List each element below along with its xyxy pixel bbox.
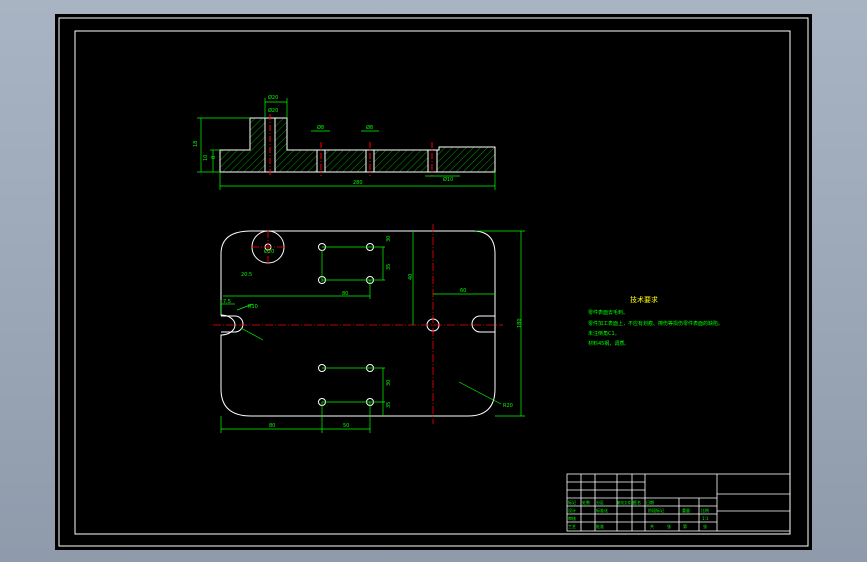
tech-req-line-3: 未注倒角C1。 [588, 330, 620, 337]
tb-label-0: 标记 [568, 499, 576, 505]
tech-req-line-2: 零件加工表面上，不应有划痕、擦伤等损伤零件表面的缺陷。 [588, 320, 723, 327]
dim-bottom-mid: 50 [343, 423, 349, 429]
tb-label-1: 处数 [582, 499, 590, 505]
dim-vert-a: 40 [408, 274, 414, 280]
dim-slot2: Ø8 [366, 124, 373, 131]
tb-label-14: 共 [650, 523, 654, 529]
dim-height-step: 10 [203, 155, 209, 161]
dim-left-offset2: 20.5 [241, 272, 252, 278]
tb-label-12: 工艺 [568, 524, 576, 529]
tb-label-7: 标准化 [596, 507, 608, 513]
tech-req-line-1: 零件表面去毛刺。 [588, 309, 628, 316]
dim-h2: 60 [460, 288, 466, 294]
dim-length-total: 280 [353, 180, 363, 186]
dim-r2: R20 [503, 403, 513, 409]
tb-label-9: 重量 [682, 507, 690, 513]
tb-label-17: 张 [703, 523, 707, 529]
tech-requirements: 技术要求 零件表面去毛刺。 零件加工表面上，不应有划痕、擦伤等损伤零件表面的缺陷… [588, 295, 723, 347]
inner-frame [74, 30, 791, 535]
dim-height-inner: 8 [211, 156, 217, 159]
dim-v2: 35 [386, 264, 392, 270]
tb-label-3: 更改文件号 [617, 500, 635, 505]
dim-r1: R10 [248, 304, 258, 310]
left-slot [221, 315, 244, 333]
tb-label-11: 审核 [568, 515, 576, 521]
dim-bottom-left: 80 [269, 423, 275, 429]
dim-big-hole: Ø20 [264, 248, 274, 255]
plan-view: Ø20 R10 30 35 80 40 60 180 7.5 20.5 R20 … [213, 224, 525, 433]
tb-label-4: 签名 [633, 499, 641, 505]
dim-left-offset: 7.5 [223, 299, 231, 305]
tb-label-16: 第 [683, 523, 687, 529]
dim-height-total: 180 [517, 318, 523, 328]
dim-slot-bottom: Ø10 [443, 176, 453, 183]
plate-outline [220, 230, 496, 417]
title-block [566, 473, 791, 532]
section-outline [219, 117, 496, 173]
outer-frame [58, 17, 809, 547]
tb-label-5: 日期 [646, 499, 654, 505]
dim-height-total: 18 [193, 141, 199, 147]
dim-top-width: Ø20 [268, 94, 278, 101]
dim-top-width-2: Ø20 [268, 107, 278, 114]
dim-h1: 80 [342, 291, 348, 297]
tb-label-2: 分区 [596, 499, 604, 505]
tb-label-15: 张 [667, 523, 671, 529]
tb-label-6: 设计 [568, 507, 576, 513]
tb-label-10: 比例 [701, 507, 709, 513]
section-view: Ø20 Ø20 Ø8 Ø8 18 10 8 280 Ø10 [193, 94, 496, 190]
tb-scale: 1:1 [702, 516, 709, 521]
dim-vert-b: 30 [386, 380, 392, 386]
right-slot [471, 315, 495, 333]
tech-req-line-4: 材料45钢，调质。 [588, 340, 629, 347]
dim-v1: 30 [386, 236, 392, 242]
dim-vert-c: 35 [386, 402, 392, 408]
tb-label-13: 批准 [596, 523, 604, 529]
tb-label-8: 阶段标记 [648, 507, 664, 513]
dim-slot1: Ø8 [317, 124, 324, 131]
tech-req-title: 技术要求 [630, 295, 658, 304]
cad-drawing-canvas[interactable]: Ø20 Ø20 Ø8 Ø8 18 10 8 280 Ø10 [55, 14, 812, 550]
title-block-labels: 标记 处数 分区 更改文件号 签名 日期 设计 标准化 阶段标记 重量 比例 审… [568, 499, 709, 529]
drawing-viewport[interactable]: Ø20 Ø20 Ø8 Ø8 18 10 8 280 Ø10 [55, 14, 812, 550]
